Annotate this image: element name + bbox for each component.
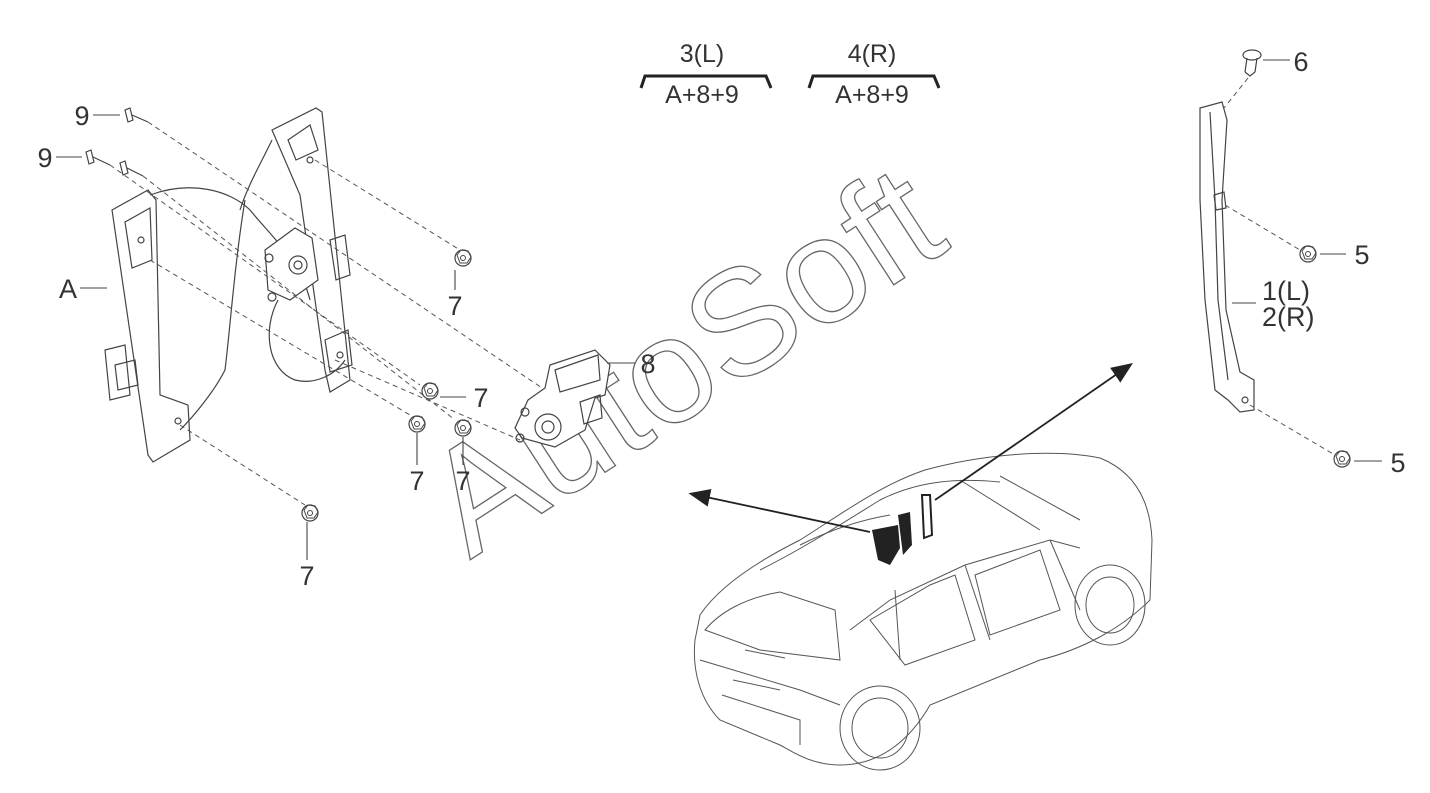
location-arrow-right [934,362,1133,501]
location-arrow-left [688,488,871,533]
callout-7-middle: 7 [473,383,488,413]
callout-1l: 1(L) [1262,276,1310,306]
callout-7-lower-right: 7 [455,466,470,496]
bolt-7-lower-left [408,415,426,465]
window-motor [514,349,635,448]
bolt-7-lower-right [454,419,472,465]
callout-8: 8 [640,349,655,379]
bolt-7-middle [421,382,466,400]
header-right-bottom: A+8+9 [835,81,909,109]
callout-5-upper: 5 [1354,240,1369,270]
callout-6: 6 [1293,47,1308,77]
callout-2r: 2(R) [1262,302,1315,332]
header-left-bracket [639,74,773,89]
header-right-bracket [807,74,941,89]
window-regulator-assembly [104,107,353,463]
bolt-7-bottom [301,504,319,560]
header-right-group: 4(R) A+8+9 [807,40,941,109]
bolt-5-lower [1249,404,1382,468]
screw-9a [124,107,149,123]
header-left-top: 3(L) [680,40,724,68]
header-right-top: 4(R) [848,40,897,68]
callout-a: A [59,274,77,304]
bolt-5-upper [1224,204,1346,263]
bolt-7-top [454,249,472,290]
screw-9b [85,149,144,177]
callout-7-bottom: 7 [299,561,314,591]
screw-6 [1223,49,1290,109]
highlight-regulator [872,525,900,565]
svg-text:AutoSoft: AutoSoft [396,133,970,587]
callout-9-top: 9 [74,101,89,131]
callout-9-bottom: 9 [37,143,52,173]
installation-dash-lines [109,121,546,506]
watermark: AutoSoft [395,132,970,588]
callout-5-lower: 5 [1390,448,1405,478]
callout-7-lower-left: 7 [409,466,424,496]
header-left-bottom: A+8+9 [665,81,739,109]
highlight-motor [898,512,912,555]
callout-7-top: 7 [447,291,462,321]
vehicle-outline [693,452,1153,771]
glass-run-channel [1199,101,1256,413]
header-left-group: 3(L) A+8+9 [639,40,773,109]
highlight-channel [920,494,934,540]
